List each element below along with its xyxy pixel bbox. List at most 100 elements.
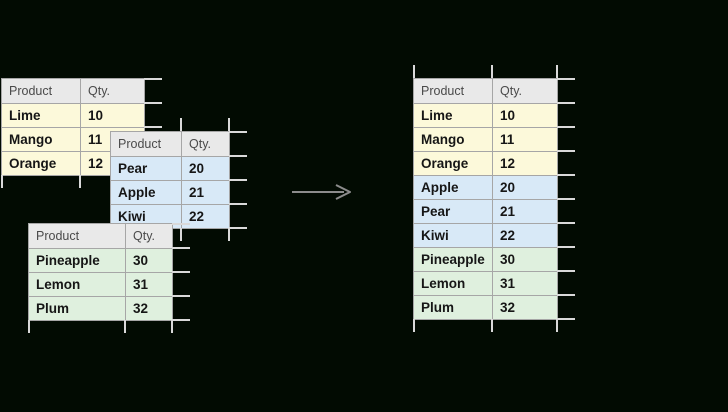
product-cell: Orange	[1, 151, 81, 176]
column-header-qty: Qty.	[181, 131, 230, 157]
product-cell: Mango	[1, 127, 81, 152]
gridline-tick-right	[557, 270, 575, 272]
column-header-qty: Qty.	[125, 223, 173, 249]
gridline-tick-right	[557, 174, 575, 176]
gridline-tick-right	[557, 294, 575, 296]
gridline-tick-right	[557, 198, 575, 200]
gridline-tick-top	[556, 65, 558, 78]
product-cell: Lemon	[28, 272, 126, 297]
qty-cell: 30	[492, 247, 558, 272]
gridline-tick-right	[172, 271, 190, 273]
gridline-tick-right	[557, 246, 575, 248]
product-cell: Kiwi	[413, 223, 493, 248]
gridline-tick-bottom	[180, 228, 182, 241]
merge-arrow-icon	[292, 183, 354, 201]
gridline-tick-bottom	[491, 319, 493, 332]
gridline-tick-right	[229, 179, 247, 181]
product-cell: Apple	[110, 180, 182, 205]
gridline-tick-right	[557, 318, 575, 320]
gridline-tick-bottom	[228, 228, 230, 241]
product-cell: Pineapple	[28, 248, 126, 273]
qty-cell: 10	[492, 103, 558, 128]
product-cell: Pear	[110, 156, 182, 181]
gridline-tick-bottom	[124, 320, 126, 333]
gridline-tick-bottom	[1, 175, 3, 188]
qty-cell: 10	[80, 103, 145, 128]
gridline-tick-right	[557, 78, 575, 80]
qty-cell: 20	[181, 156, 230, 181]
gridline-tick-top	[228, 118, 230, 131]
qty-cell: 31	[492, 271, 558, 296]
qty-cell: 21	[181, 180, 230, 205]
product-cell: Plum	[28, 296, 126, 321]
product-cell: Pear	[413, 199, 493, 224]
qty-cell: 30	[125, 248, 173, 273]
gridline-tick-top	[180, 118, 182, 131]
column-header-qty: Qty.	[80, 78, 145, 104]
gridline-tick-right	[229, 131, 247, 133]
gridline-tick-bottom	[28, 320, 30, 333]
product-cell: Lime	[1, 103, 81, 128]
product-cell: Orange	[413, 151, 493, 176]
gridline-tick-right	[172, 223, 190, 225]
column-header-product: Product	[413, 78, 493, 104]
gridline-tick-right	[557, 150, 575, 152]
gridline-tick-right	[229, 227, 247, 229]
product-cell: Apple	[413, 175, 493, 200]
product-cell: Pineapple	[413, 247, 493, 272]
column-header-qty: Qty.	[492, 78, 558, 104]
qty-cell: 20	[492, 175, 558, 200]
gridline-tick-right	[557, 102, 575, 104]
qty-cell: 12	[492, 151, 558, 176]
gridline-tick-right	[144, 78, 162, 80]
gridline-tick-top	[491, 65, 493, 78]
product-cell: Lemon	[413, 271, 493, 296]
gridline-tick-right	[229, 155, 247, 157]
qty-cell: 21	[492, 199, 558, 224]
product-cell: Lime	[413, 103, 493, 128]
column-header-product: Product	[28, 223, 126, 249]
qty-cell: 11	[492, 127, 558, 152]
gridline-tick-bottom	[556, 319, 558, 332]
gridline-tick-bottom	[413, 319, 415, 332]
gridline-tick-top	[413, 65, 415, 78]
gridline-tick-right	[557, 126, 575, 128]
product-cell: Plum	[413, 295, 493, 320]
gridline-tick-right	[172, 247, 190, 249]
qty-cell: 22	[492, 223, 558, 248]
qty-cell: 31	[125, 272, 173, 297]
column-header-product: Product	[1, 78, 81, 104]
gridline-tick-bottom	[171, 320, 173, 333]
gridline-tick-right	[229, 203, 247, 205]
right-arrow-icon	[292, 184, 351, 200]
gridline-tick-right	[172, 295, 190, 297]
product-cell: Mango	[413, 127, 493, 152]
qty-cell: 32	[492, 295, 558, 320]
gridline-tick-bottom	[79, 175, 81, 188]
